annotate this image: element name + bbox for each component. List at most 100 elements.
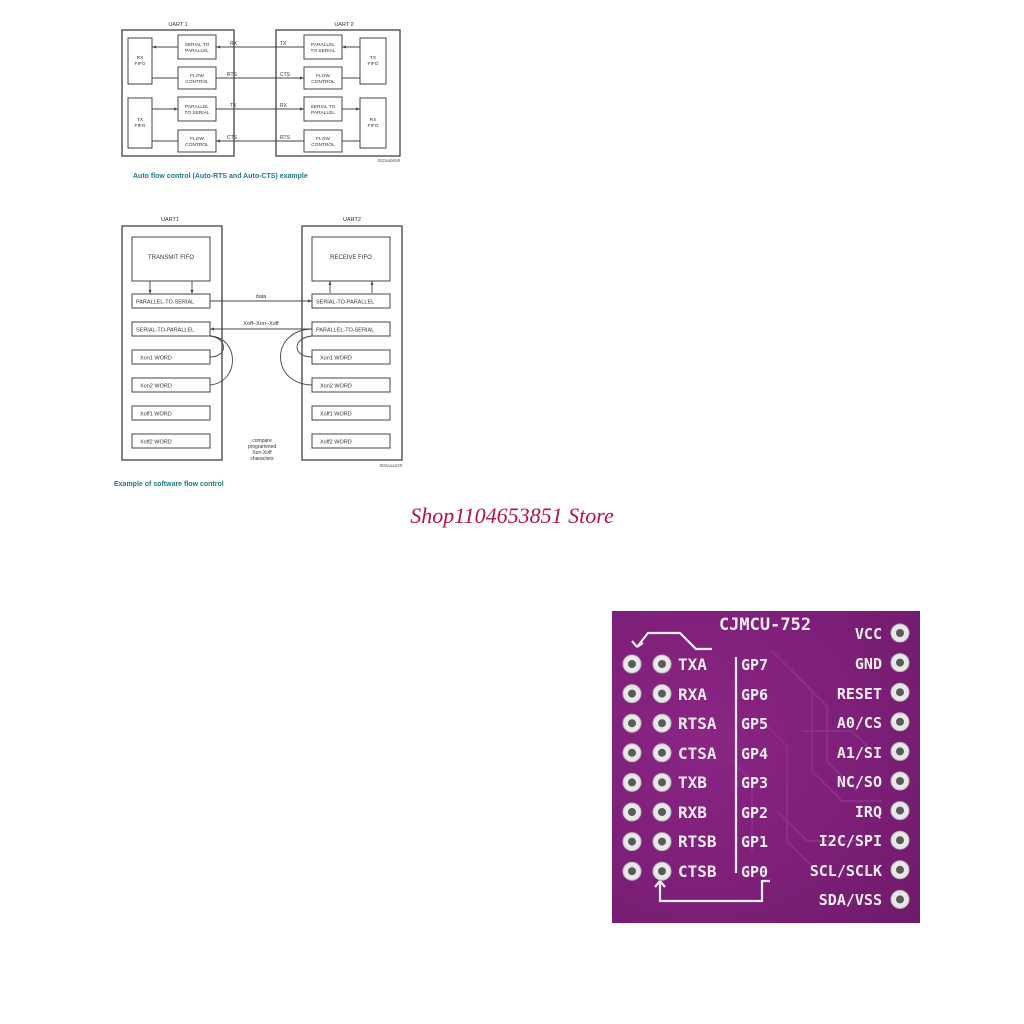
diagram2-caption: Example of software flow control: [114, 481, 224, 488]
uart1-title-2: UART1: [161, 217, 179, 223]
label-irq: IRQ: [855, 803, 882, 821]
svg-text:Xon1 WORD: Xon1 WORD: [320, 356, 352, 362]
pad-sda-vss: [890, 889, 910, 909]
label-gp7: GP7: [741, 656, 768, 674]
svg-text:TO SERIAL: TO SERIAL: [185, 110, 210, 116]
uart1-signal-tx: TX: [230, 103, 237, 109]
pad-reset: [890, 682, 910, 702]
svg-text:RX: RX: [370, 117, 377, 123]
label-a0-cs: A0/CS: [837, 714, 882, 732]
uart2-block-4: FLOW CONTROL: [303, 129, 343, 153]
pad-outer-ctsb: [622, 861, 642, 881]
svg-text:Xoff1 WORD: Xoff1 WORD: [320, 412, 352, 418]
svg-text:FIFO: FIFO: [368, 61, 379, 67]
svg-text:Xon1 WORD: Xon1 WORD: [140, 356, 172, 362]
svg-text:CONTROL: CONTROL: [185, 142, 209, 148]
label-scl-sclk: SCL/SCLK: [810, 862, 882, 880]
left-row-5: Xoff1 WORD: [131, 405, 211, 421]
uart2-block-3: SERIAL TO PARALLEL: [303, 96, 343, 122]
pad-inner-ctsa: [652, 743, 672, 763]
svg-text:FIFO: FIFO: [135, 123, 146, 129]
uart2-tx-fifo: TX FIFO: [359, 37, 387, 85]
uart1-signal-rts: RTS: [227, 72, 238, 78]
uart1-block-2: FLOW CONTROL: [177, 66, 217, 90]
auto-flow-control-diagram: UART 1 UART 2 RX FIFO TX FIFO TX FIFO RX…: [121, 22, 401, 180]
right-row-4: Xon2 WORD: [311, 377, 391, 393]
svg-text:Xon2 WORD: Xon2 WORD: [140, 384, 172, 390]
svg-text:CONTROL: CONTROL: [311, 142, 335, 148]
svg-text:programmed: programmed: [248, 444, 277, 450]
label-gp6: GP6: [741, 686, 768, 704]
right-row-6: Xoff2 WORD: [311, 433, 391, 449]
pad-outer-txa: [622, 654, 642, 674]
pad-inner-txa: [652, 654, 672, 674]
svg-text:Xon2 WORD: Xon2 WORD: [320, 384, 352, 390]
pcb-traces: [731, 650, 882, 867]
label-rxb: RXB: [678, 803, 707, 822]
label-txa: TXA: [678, 655, 707, 674]
uart2-signal-rts: RTS: [280, 135, 291, 141]
svg-text:TX: TX: [137, 117, 144, 123]
pad-outer-ctsa: [622, 743, 642, 763]
svg-text:SERIAL TO: SERIAL TO: [311, 104, 336, 110]
svg-text:PARALLEL-TO-SERIAL: PARALLEL-TO-SERIAL: [316, 328, 374, 334]
pad-outer-txb: [622, 772, 642, 792]
svg-text:PARALLEL: PARALLEL: [185, 48, 209, 54]
pad-inner-rtsa: [652, 713, 672, 733]
silkscreen-marks: [631, 631, 770, 903]
svg-text:PARALLEL-TO-SERIAL: PARALLEL-TO-SERIAL: [136, 300, 194, 306]
pad-a0-cs: [890, 712, 910, 732]
left-row-2: SERIAL-TO-PARALLEL: [131, 321, 211, 337]
pad-outer-rxa: [622, 684, 642, 704]
label-gp0: GP0: [741, 863, 768, 881]
svg-text:TX: TX: [370, 55, 377, 61]
uart1-title: UART 1: [168, 22, 187, 28]
pad-i2c-spi: [890, 830, 910, 850]
label-sda-vss: SDA/VSS: [819, 891, 882, 909]
pad-gnd: [890, 653, 910, 673]
receive-fifo: RECEIVE FIFO: [311, 236, 391, 282]
uart2-block-2: FLOW CONTROL: [303, 66, 343, 90]
label-gp1: GP1: [741, 833, 768, 851]
board-title: CJMCU-752: [719, 615, 811, 635]
uart1-tx-fifo: TX FIFO: [127, 97, 153, 149]
svg-text:FLOW: FLOW: [190, 73, 204, 79]
label-gp4: GP4: [741, 745, 768, 763]
left-labels: TXA RXA RTSA CTSA TXB RXB RTSB CTSB: [678, 655, 717, 881]
pad-irq: [890, 801, 910, 821]
svg-text:PARALLEL: PARALLEL: [311, 110, 335, 116]
cjmcu-752-board: CJMCU-752 TXA RXA RTSA CTSA TXB RXB RTSB…: [612, 611, 920, 923]
diagram1-ref: 002aab658: [377, 158, 400, 163]
uart1-signal-rx: RX: [230, 41, 238, 47]
svg-text:SERIAL-TO-PARALLEL: SERIAL-TO-PARALLEL: [136, 328, 194, 334]
pad-outer-rtsb: [622, 832, 642, 852]
label-gp5: GP5: [741, 715, 768, 733]
label-ctsb: CTSB: [678, 862, 717, 881]
uart2-signal-rx: RX: [280, 103, 288, 109]
svg-text:FLOW: FLOW: [316, 136, 330, 142]
signal-wires: [152, 46, 360, 142]
signal-arrows: [152, 45, 360, 143]
right-row-1: SERIAL-TO-PARALLEL: [311, 293, 391, 309]
svg-text:FIFO: FIFO: [135, 61, 146, 67]
data-link: [210, 299, 312, 303]
xoff-link: [210, 327, 312, 331]
pad-scl-sclk: [890, 860, 910, 880]
pad-nc-so: [890, 771, 910, 791]
svg-text:PARALLEL: PARALLEL: [311, 42, 335, 48]
left-pad-columns: [622, 654, 672, 881]
label-nc-so: NC/SO: [837, 773, 882, 791]
uart2-signal-tx: TX: [280, 41, 287, 47]
uart1-rx-fifo: RX FIFO: [127, 37, 153, 85]
pad-outer-rxb: [622, 802, 642, 822]
transmit-fifo: TRANSMIT FIFO: [131, 236, 211, 282]
left-row-3: Xon1 WORD: [131, 349, 211, 365]
svg-text:FLOW: FLOW: [316, 73, 330, 79]
svg-text:Xoff2 WORD: Xoff2 WORD: [320, 440, 352, 446]
svg-text:SERIAL-TO-PARALLEL: SERIAL-TO-PARALLEL: [316, 300, 374, 306]
label-vcc: VCC: [855, 625, 882, 643]
uart1-block-3: PARALLEL TO SERIAL: [177, 96, 217, 122]
pad-inner-txb: [652, 772, 672, 792]
svg-text:TO SERIAL: TO SERIAL: [311, 48, 336, 54]
compare-loops: [209, 328, 313, 386]
